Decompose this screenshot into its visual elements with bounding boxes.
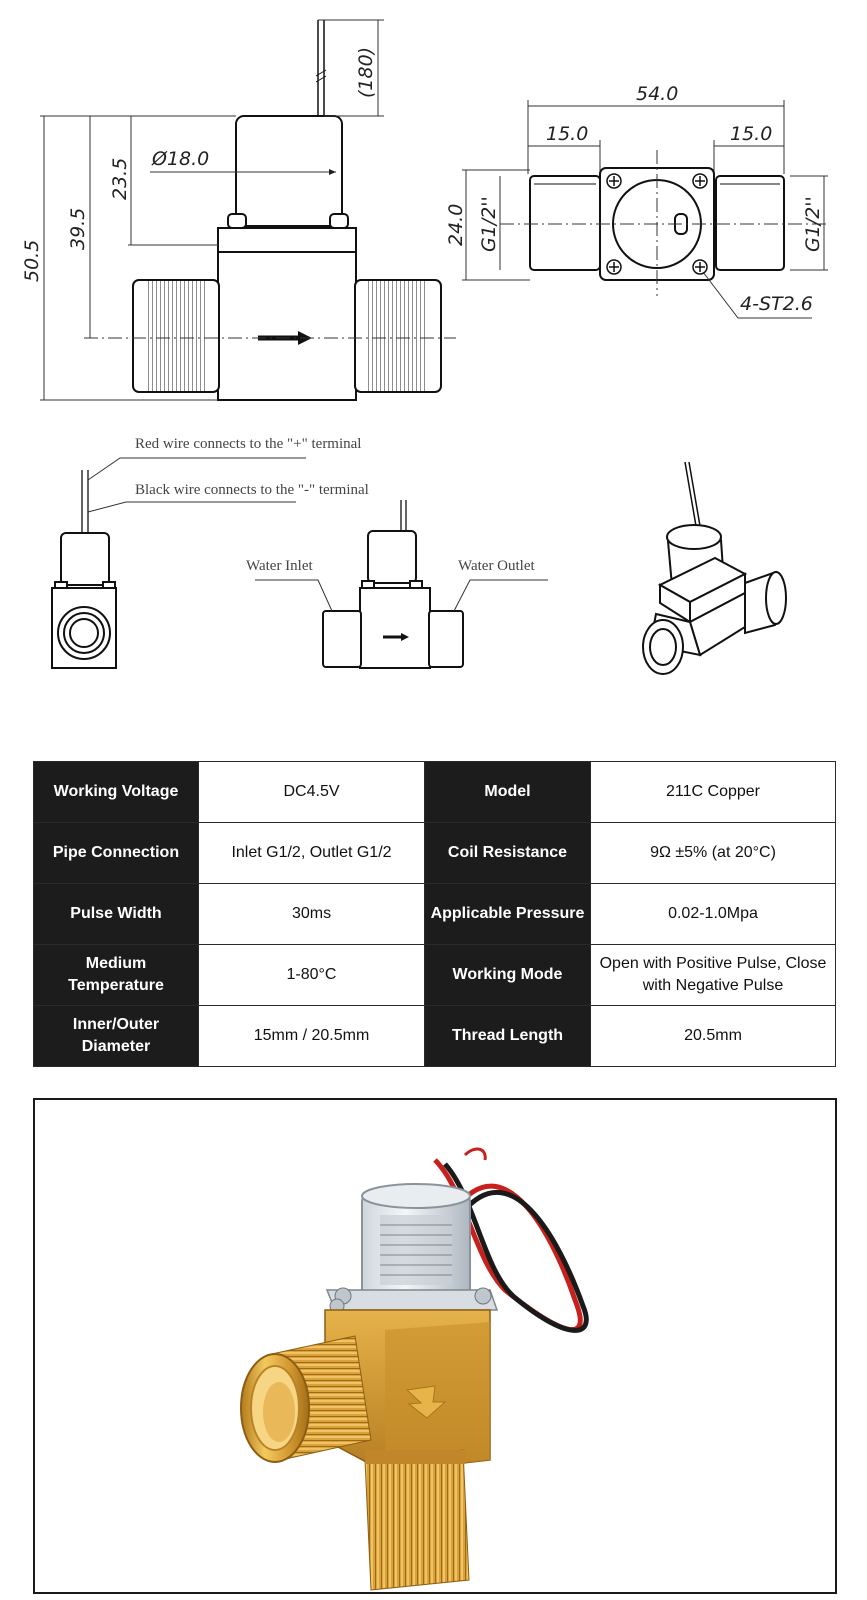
- table-row: Pulse Width 30ms Applicable Pressure 0.0…: [33, 883, 836, 945]
- dim-wire-length: (180): [355, 47, 377, 98]
- spec-key-coil-resistance: Coil Resistance: [424, 822, 591, 884]
- spec-key-thread-length: Thread Length: [424, 1005, 591, 1067]
- isometric-view: [642, 461, 787, 675]
- spec-value-medium-temperature: 1-80°C: [198, 944, 425, 1006]
- table-row: Working Voltage DC4.5V Model 211C Copper: [33, 761, 836, 823]
- spec-value-pipe-connection: Inlet G1/2, Outlet G1/2: [198, 822, 425, 884]
- top-view: 54.0 15.0 15.0 24.0 G1/2'' G1/2'': [445, 83, 830, 319]
- spec-key-working-voltage: Working Voltage: [33, 761, 199, 823]
- spec-value-inner-outer-diameter: 15mm / 20.5mm: [198, 1005, 425, 1067]
- water-inlet-label: Water Inlet: [246, 558, 314, 574]
- dim-body-height: 24.0: [445, 204, 467, 246]
- spec-key-pulse-width: Pulse Width: [33, 883, 199, 945]
- spec-key-applicable-pressure: Applicable Pressure: [424, 883, 591, 945]
- spec-key-working-mode: Working Mode: [424, 944, 591, 1006]
- spec-value-model: 211C Copper: [590, 761, 836, 823]
- solenoid-valve-illustration: [240, 1147, 589, 1591]
- table-row: Inner/Outer Diameter 15mm / 20.5mm Threa…: [33, 1005, 836, 1067]
- product-photo: [33, 1098, 837, 1594]
- spec-value-applicable-pressure: 0.02-1.0Mpa: [590, 883, 836, 945]
- spec-key-pipe-connection: Pipe Connection: [33, 822, 199, 884]
- spec-key-model: Model: [424, 761, 591, 823]
- red-wire-label: Red wire connects to the "+" terminal: [135, 436, 361, 452]
- spec-value-coil-resistance: 9Ω ±5% (at 20°C): [590, 822, 836, 884]
- dim-total-width: 54.0: [636, 83, 678, 105]
- table-row: Medium Temperature 1-80°C Working Mode O…: [33, 944, 836, 1006]
- dim-left-thread: 15.0: [546, 123, 588, 145]
- front-view: (180) Ø18.0 23.5 39.5 50.5: [21, 19, 456, 401]
- dim-screws: 4-ST2.6: [740, 293, 813, 315]
- dim-right-thread: 15.0: [730, 123, 772, 145]
- flow-view: Water Inlet Water Outlet: [246, 500, 548, 669]
- spec-value-working-voltage: DC4.5V: [198, 761, 425, 823]
- dim-total-height: 50.5: [21, 240, 43, 282]
- table-row: Pipe Connection Inlet G1/2, Outlet G1/2 …: [33, 822, 836, 884]
- dim-thread-right: G1/2'': [802, 196, 824, 252]
- spec-key-medium-temperature: Medium Temperature: [33, 944, 199, 1006]
- dim-coil-diameter: Ø18.0: [151, 148, 209, 170]
- spec-value-thread-length: 20.5mm: [590, 1005, 836, 1067]
- spec-table: Working Voltage DC4.5V Model 211C Copper…: [33, 761, 836, 1067]
- technical-drawing: (180) Ø18.0 23.5 39.5 50.5 54.0 15.0 15.…: [21, 19, 830, 675]
- dim-coil-height: 23.5: [109, 158, 131, 200]
- black-wire-label: Black wire connects to the "-" terminal: [135, 482, 369, 498]
- dim-center-height: 39.5: [67, 208, 89, 250]
- dim-thread-left: G1/2'': [478, 196, 500, 252]
- water-outlet-label: Water Outlet: [458, 558, 536, 574]
- spec-value-working-mode: Open with Positive Pulse, Close with Neg…: [590, 944, 836, 1006]
- side-view: Red wire connects to the "+" terminal Bl…: [51, 436, 369, 669]
- spec-value-pulse-width: 30ms: [198, 883, 425, 945]
- spec-key-inner-outer-diameter: Inner/Outer Diameter: [33, 1005, 199, 1067]
